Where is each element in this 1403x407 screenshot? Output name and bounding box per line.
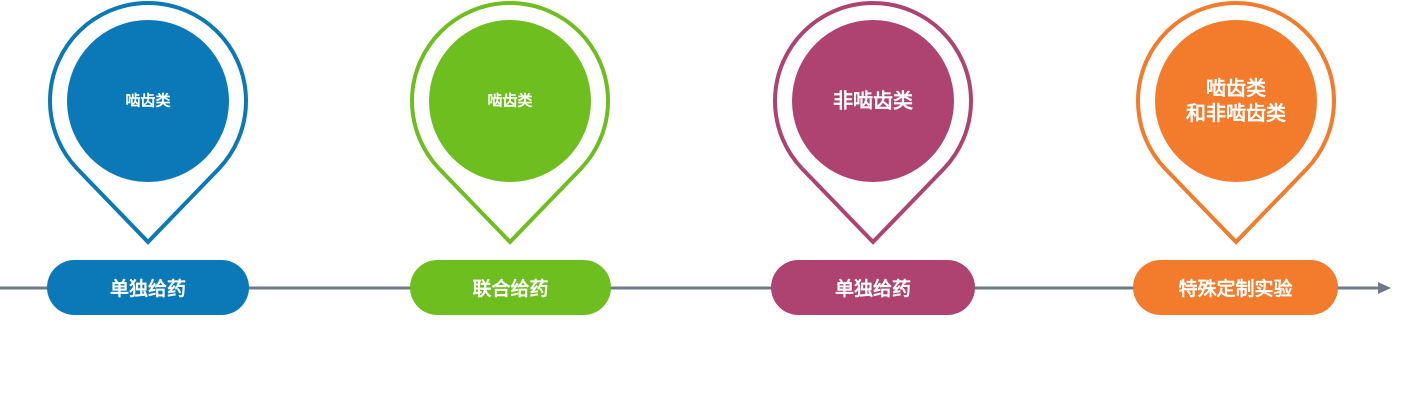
circle-text-1: 啮齿类 (125, 91, 171, 110)
step-pill-4: 特殊定制实验 (1133, 260, 1338, 315)
pin-circle (67, 20, 229, 182)
circle-text-2: 啮齿类 (487, 91, 533, 110)
circle-text-4: 啮齿类 和非啮齿类 (1186, 76, 1286, 125)
step-pill-2: 联合给药 (410, 260, 611, 315)
pin-circle (1155, 20, 1317, 182)
circle-text-3: 非啮齿类 (833, 88, 913, 113)
pin-circle (792, 20, 954, 182)
step-pill-1: 单独给药 (47, 260, 249, 315)
arrow-head-icon (1378, 282, 1391, 294)
pin-circle (429, 20, 591, 182)
step-pill-3: 单独给药 (771, 260, 975, 315)
